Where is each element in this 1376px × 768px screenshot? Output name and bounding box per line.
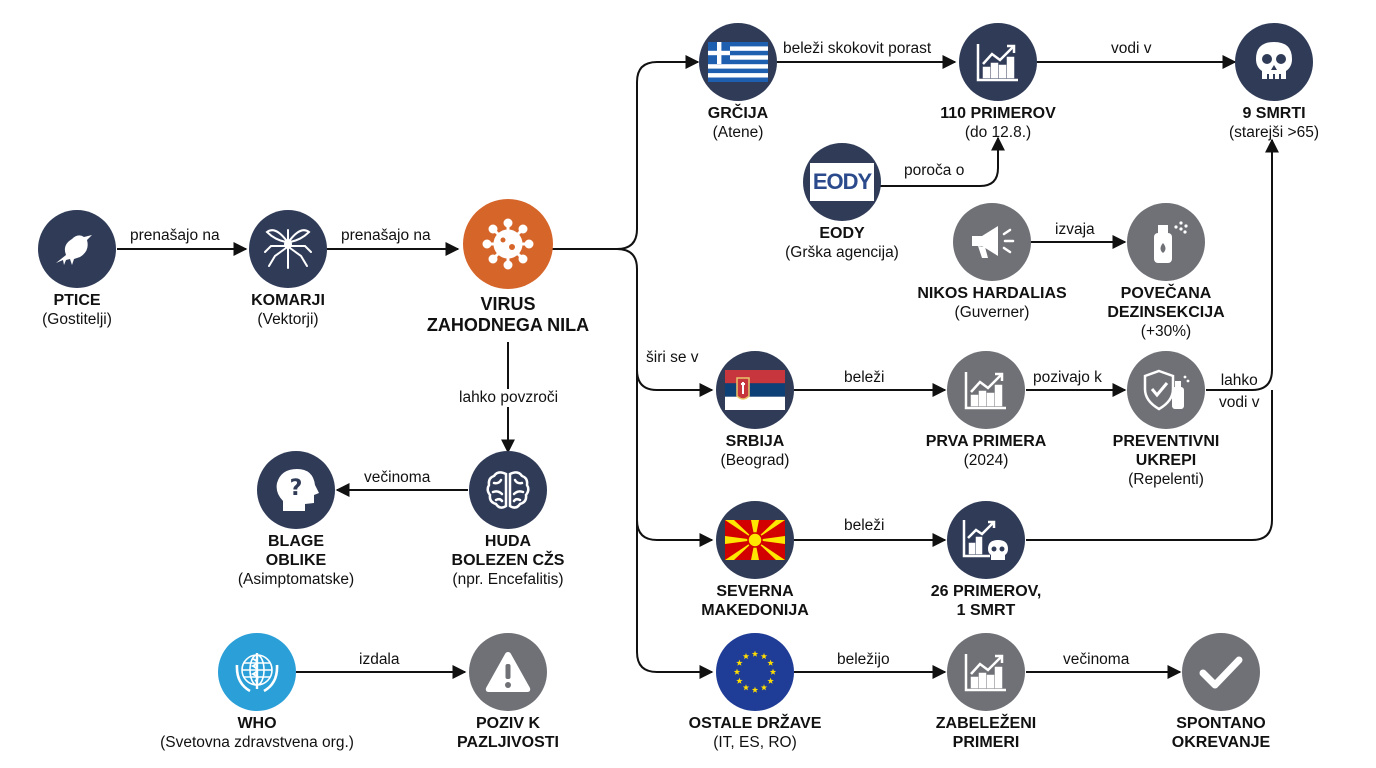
edge-label-ptice-komarji: prenašajo na: [127, 227, 223, 245]
eu-star: [760, 653, 768, 660]
eu-star: [760, 684, 768, 691]
node-title: PRVA PRIMERA: [925, 433, 1047, 450]
node-title: SEVERNA MAKEDONIJA: [701, 583, 809, 619]
eu-star: [769, 668, 777, 675]
edge-label-gr-smrti: vodi v: [1108, 40, 1155, 58]
serbia-flag-icon: [716, 351, 794, 429]
edge-ukrepi-smrti: [1206, 138, 1279, 391]
eu-star: [742, 684, 750, 691]
edge-label-virus-huda: lahko povzroči: [456, 389, 562, 407]
node-title: EODY: [819, 225, 865, 242]
eu-star: [742, 653, 750, 660]
edge-label-nikos-dezinf: izvaja: [1052, 221, 1098, 239]
node-subtitle: (Atene): [712, 124, 764, 141]
spray-can-icon: [1127, 203, 1205, 281]
warning-icon: [469, 633, 547, 711]
node-title: NIKOS HARDALIAS: [917, 285, 1067, 302]
edge-label-eody-primeri: poroča o: [901, 162, 968, 180]
eu-star: [767, 677, 774, 684]
eu-star: [736, 659, 743, 666]
node-subtitle: (starejši >65): [1228, 124, 1320, 141]
node-title: POZIV K PAZLJIVOSTI: [457, 715, 559, 751]
mosquito-icon: [249, 210, 327, 288]
edge-label-ukrepi-smrti: lahko vodi v: [1219, 372, 1260, 411]
edge-branch-srbija: [636, 369, 714, 397]
eody-logo-icon: EODY: [803, 143, 881, 221]
node-title: SPONTANO OKREVANJE: [1171, 715, 1271, 751]
edge-label-srbija-primeri: beleži: [841, 369, 888, 387]
node-title: OSTALE DRŽAVE: [688, 715, 822, 732]
chart-up-icon: [947, 351, 1025, 429]
node-title: 110 PRIMEROV: [940, 105, 1056, 122]
edge-label-who-poziv: izdala: [356, 651, 403, 669]
node-title: HUDA BOLEZEN CŽS: [451, 533, 565, 569]
eu-star: [767, 659, 774, 666]
node-subtitle: (Gostitelji): [42, 311, 112, 328]
node-title: SRBIJA: [725, 433, 785, 450]
node-subtitle: (+30%): [1140, 323, 1192, 340]
brain-icon: [469, 451, 547, 529]
eu-star: [751, 650, 759, 657]
node-subtitle: (do 12.8.): [964, 124, 1032, 141]
checkmark-icon: [1182, 633, 1260, 711]
node-title: BLAGE OBLIKE: [265, 533, 327, 569]
node-subtitle: (Grška agencija): [785, 244, 899, 261]
megaphone-icon: [953, 203, 1031, 281]
edge-virus-grcija: [552, 55, 700, 250]
skull-icon: [1235, 23, 1313, 101]
edge-label-sr-ukrepi: pozivajo k: [1030, 369, 1105, 387]
edge-label-ot-okrevanje: večinoma: [1060, 651, 1133, 669]
node-subtitle: (Asimptomatske): [237, 571, 355, 588]
chart-up-icon: [959, 23, 1037, 101]
edge-label-grcija-primeri: beleži skokovit porast: [780, 40, 935, 58]
chart-up-icon: [947, 633, 1025, 711]
shield-spray-icon: [1127, 351, 1205, 429]
node-title: VIRUS ZAHODNEGA NILA: [426, 294, 590, 335]
svg-text:?: ?: [290, 476, 303, 501]
node-title: POVEČANA DEZINSEKCIJA: [1107, 285, 1225, 321]
node-title: KOMARJI: [251, 292, 325, 309]
node-subtitle: (Guverner): [954, 304, 1030, 321]
node-title: ZABELEŽENI PRIMERI: [935, 715, 1037, 751]
edge-label-mk-primeri: beleži: [841, 517, 888, 535]
macedonia-flag-icon: [716, 501, 794, 579]
eu-star: [736, 677, 743, 684]
eu-star: [751, 686, 759, 693]
node-title: WHO: [237, 715, 277, 732]
who-emblem-icon: [218, 633, 296, 711]
edge-virus-branch: [552, 248, 714, 679]
node-subtitle: (2024): [963, 452, 1009, 469]
edge-label-huda-blage: večinoma: [361, 469, 434, 487]
node-subtitle: (Beograd): [720, 452, 790, 469]
node-subtitle: (npr. Encefalitis): [452, 571, 564, 588]
virus-icon: [463, 199, 553, 289]
edge-eody-primeri: [880, 136, 1005, 187]
node-subtitle: (IT, ES, RO): [713, 734, 797, 751]
edge-label-ostale-primeri: beležijo: [834, 651, 893, 669]
bird-icon: [38, 210, 116, 288]
node-title: PREVENTIVNI UKREPI: [1112, 433, 1220, 469]
head-question-icon: ?: [257, 451, 335, 529]
eu-star: [733, 668, 741, 675]
edge-mk-primeri-smrti: [1026, 390, 1273, 541]
node-subtitle: (Svetovna zdravstvena org.): [160, 734, 354, 751]
eody-logo-text: EODY: [812, 169, 872, 194]
eu-flag-icon: [716, 633, 794, 711]
chart-skull-icon: [947, 501, 1025, 579]
node-subtitle: (Vektorji): [257, 311, 319, 328]
node-title: PTICE: [53, 292, 101, 309]
edge-label-siri-se: širi se v: [643, 349, 702, 367]
node-title: 9 SMRTI: [1242, 105, 1306, 122]
edge-label-komarji-virus: prenašajo na: [338, 227, 434, 245]
edge-branch-makedonija: [636, 519, 714, 547]
node-subtitle: (Repelenti): [1128, 471, 1204, 488]
node-title: GRČIJA: [707, 105, 769, 122]
greece-flag-icon: [699, 23, 777, 101]
node-title: 26 PRIMEROV, 1 SMRT: [930, 583, 1042, 619]
